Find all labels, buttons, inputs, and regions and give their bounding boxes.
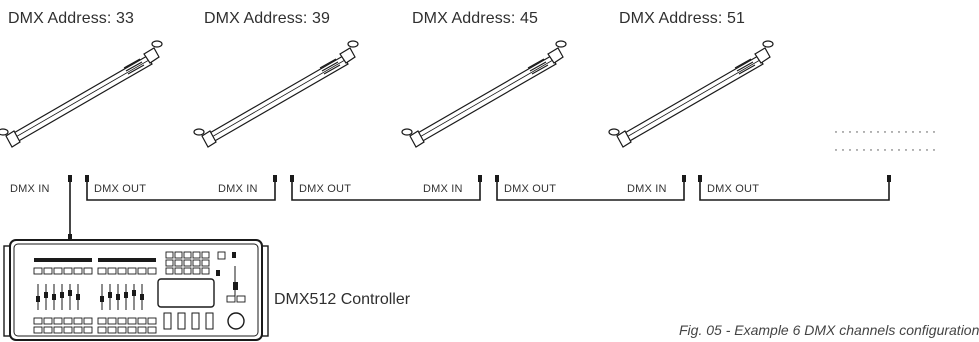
dmx-diagram: DMX Address: 33 DMX Address: 39 DMX Addr… bbox=[0, 10, 979, 341]
controller-label: DMX512 Controller bbox=[274, 291, 411, 308]
fixture-3-in-label: DMX IN bbox=[423, 183, 463, 195]
fixture-4-out-label: DMX OUT bbox=[707, 183, 760, 195]
fixture-4-address: DMX Address: 51 bbox=[619, 10, 745, 27]
fixture-2-address: DMX Address: 39 bbox=[204, 10, 330, 27]
fixture-3-out-label: DMX OUT bbox=[504, 183, 557, 195]
light-bar-3 bbox=[401, 40, 567, 148]
fixture-2-in-label: DMX IN bbox=[218, 183, 258, 195]
fixture-1-address: DMX Address: 33 bbox=[8, 10, 134, 27]
fixture-1-out-label: DMX OUT bbox=[94, 183, 147, 195]
light-bar-1 bbox=[0, 40, 163, 148]
light-bar-4 bbox=[608, 40, 774, 148]
cable-plugs bbox=[68, 175, 891, 241]
fixture-2-out-label: DMX OUT bbox=[299, 183, 352, 195]
figure-caption: Fig. 05 - Example 6 DMX channels configu… bbox=[679, 322, 979, 338]
light-bar-2 bbox=[193, 40, 359, 148]
fixture-1-in-label: DMX IN bbox=[10, 183, 50, 195]
wiring-and-fixtures bbox=[0, 40, 935, 341]
fixture-4-in-label: DMX IN bbox=[627, 183, 667, 195]
dmx-controller bbox=[3, 239, 269, 341]
dmx-cables bbox=[69, 180, 890, 236]
fixture-3-address: DMX Address: 45 bbox=[412, 10, 538, 27]
continuation-dots bbox=[835, 131, 935, 151]
